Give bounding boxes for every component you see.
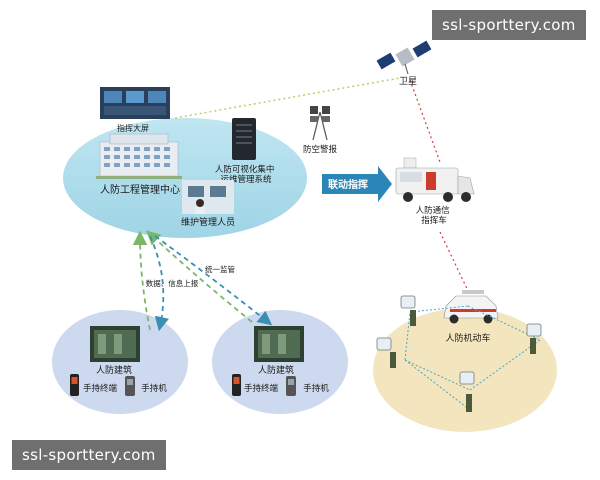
- building-left-label: 人防建筑: [96, 364, 132, 376]
- center-label: 人防工程管理中心: [100, 183, 180, 196]
- system-label-line2: 运维管理系统: [220, 174, 272, 185]
- terminal-left-label: 手持终端: [83, 383, 118, 394]
- satellite-icon: [376, 40, 432, 75]
- arrow-report-right: [146, 230, 253, 323]
- phone-left-icon: [125, 376, 135, 396]
- phone-right-icon: [286, 376, 296, 396]
- link-satellite-center: [174, 77, 401, 119]
- phone-left-label: 手持机: [141, 383, 167, 394]
- alarm-label: 防空警报: [303, 144, 338, 155]
- linkage-command-label: 联动指挥: [328, 178, 368, 191]
- mobile-node-2: [376, 337, 396, 368]
- watermark-bottom: ssl-sporttery.com: [12, 440, 166, 470]
- mobile-ellipse: [373, 308, 557, 432]
- command-vehicle-label-line1: 人防通信: [416, 205, 451, 216]
- arrow-report-left: [132, 230, 151, 331]
- mobile-node-4: [526, 323, 542, 354]
- link-satellite-vehicle: [409, 79, 441, 163]
- system-label: 人防可视化集中 运维管理系统: [215, 164, 277, 185]
- arrow-supervise-right: [154, 235, 273, 326]
- data-report-label: 数据、信息上报: [146, 278, 199, 288]
- staff-photo: [182, 180, 234, 214]
- linkage-command-arrow: 联动指挥: [322, 166, 392, 202]
- terminal-right-label: 手持终端: [244, 383, 279, 394]
- mobile-vehicle-icon: [443, 290, 499, 324]
- mobile-mesh-links: [404, 305, 541, 411]
- server-icon: [232, 118, 256, 160]
- alarm-icon: [310, 106, 330, 141]
- command-vehicle-label: 人防通信 指挥车: [416, 205, 453, 226]
- mobile-node-1: [400, 295, 416, 326]
- arrow-supervise-left: [149, 235, 169, 332]
- system-label-line1: 人防可视化集中: [215, 164, 275, 175]
- center-building-icon: [96, 133, 182, 179]
- staff-label: 维护管理人员: [181, 216, 235, 228]
- watermark-top: ssl-sporttery.com: [432, 10, 586, 40]
- building-right-label: 人防建筑: [258, 364, 294, 376]
- unified-supervision-label: 统一监管: [205, 264, 235, 274]
- command-vehicle-label-line2: 指挥车: [421, 215, 447, 226]
- link-vehicle-mobile: [439, 231, 471, 296]
- terminal-right-icon: [232, 374, 241, 396]
- command-screen-photo: [100, 87, 170, 119]
- mobile-node-3: [459, 371, 475, 412]
- building-left-photo: [90, 326, 140, 362]
- command-vehicle-icon: [395, 157, 475, 202]
- terminal-left-icon: [70, 374, 79, 396]
- command-screen-label: 指挥大屏: [117, 123, 149, 133]
- mobile-vehicle-label: 人防机动车: [445, 332, 490, 344]
- building-right-photo: [254, 326, 304, 362]
- phone-right-label: 手持机: [303, 383, 329, 394]
- satellite-label: 卫星: [399, 76, 417, 87]
